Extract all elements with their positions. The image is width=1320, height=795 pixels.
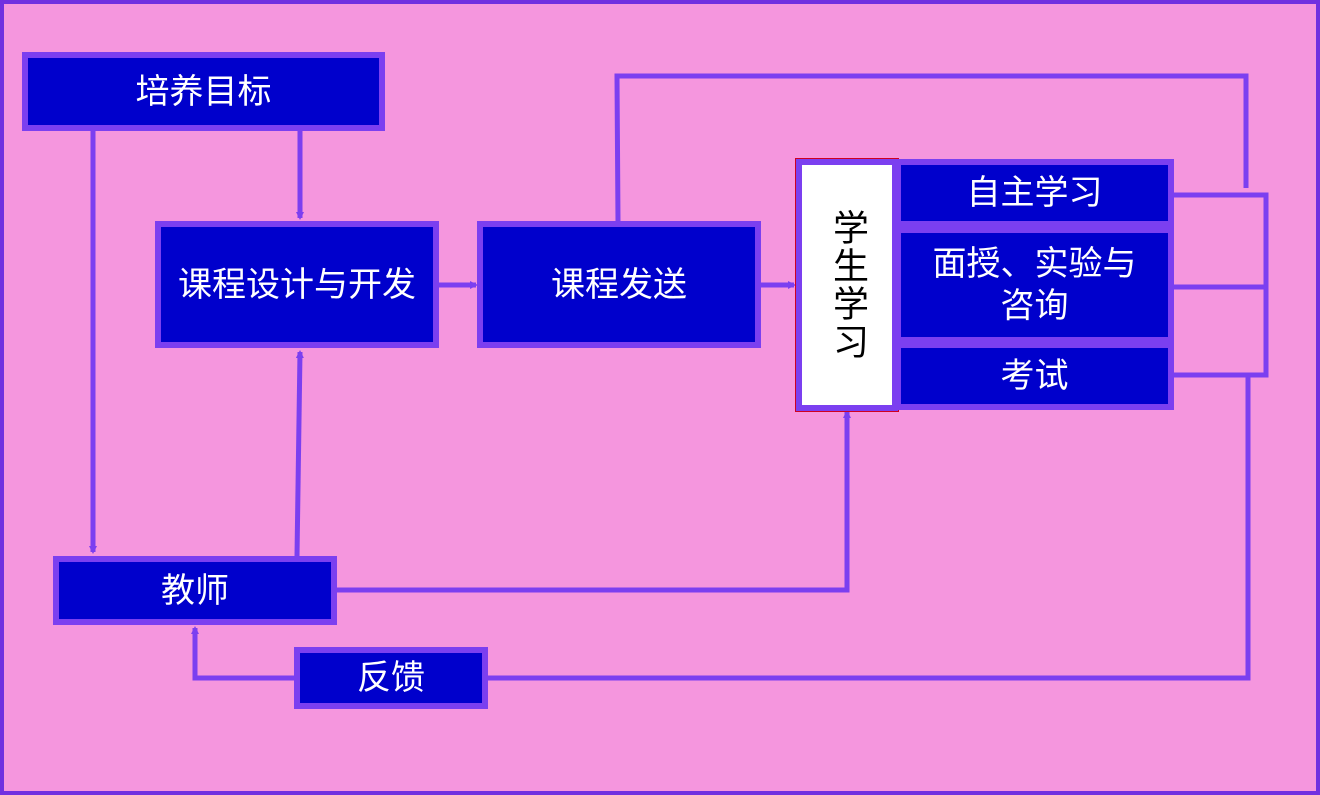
node-student: 学生学习 — [795, 158, 899, 412]
arrow-teacher-to-student — [335, 410, 851, 593]
node-teacher: 教师 — [53, 556, 337, 625]
node-feedback: 反馈 — [294, 647, 488, 709]
node-exam: 考试 — [895, 342, 1174, 410]
line-exam-to-feedback — [485, 375, 1251, 681]
node-delivery: 课程发送 — [477, 221, 761, 348]
node-self-study: 自主学习 — [895, 159, 1174, 227]
arrow-teacher-to-design — [294, 350, 304, 557]
node-tutoring: 面授、实验与咨询 — [895, 227, 1174, 343]
arrow-feedback-to-teacher — [191, 626, 296, 681]
node-goal: 培养目标 — [22, 52, 385, 131]
line-delivery-to-self-study-loop — [614, 73, 1249, 223]
node-design: 课程设计与开发 — [155, 221, 439, 348]
